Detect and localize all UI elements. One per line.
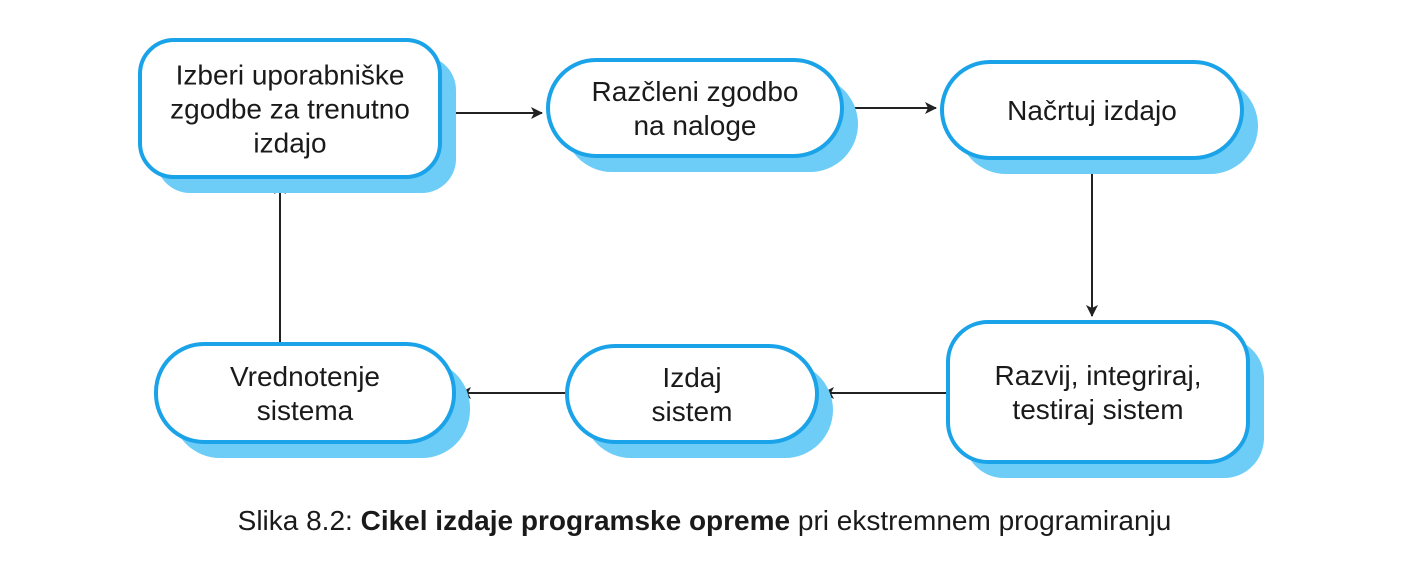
node-box (565, 344, 819, 444)
node-develop: Razvij, integriraj,testiraj sistem (946, 320, 1264, 478)
node-label-line: Načrtuj izdajo (1007, 95, 1177, 126)
node-label-line: sistema (257, 395, 354, 426)
node-label-line: testiraj sistem (1012, 394, 1183, 425)
node-box (138, 38, 442, 179)
node-box (946, 320, 1250, 464)
node-box (546, 58, 844, 158)
node-plan-release: Načrtuj izdajo (940, 60, 1258, 174)
node-label-line: izdajo (253, 128, 326, 159)
node-label-line: na naloge (633, 110, 756, 141)
node-label-line: Izberi uporabniške (176, 60, 405, 91)
caption-prefix: Slika 8.2: (237, 505, 361, 536)
node-label-line: sistem (652, 396, 733, 427)
node-label-line: Razčleni zgodbo (591, 76, 798, 107)
node-label-line: Izdaj (662, 362, 721, 393)
caption-title: Cikel izdaje programske opreme (360, 505, 791, 536)
node-label-line: Razvij, integriraj, (995, 360, 1202, 391)
caption-suffix: pri ekstremnem programiranju (790, 505, 1172, 536)
node-label-line: Vrednotenje (230, 361, 380, 392)
node-box (940, 60, 1244, 160)
node-box (154, 342, 456, 444)
node-label-line: zgodbe za trenutno (170, 94, 410, 125)
figure-caption: Slika 8.2: Cikel izdaje programske oprem… (0, 505, 1409, 537)
